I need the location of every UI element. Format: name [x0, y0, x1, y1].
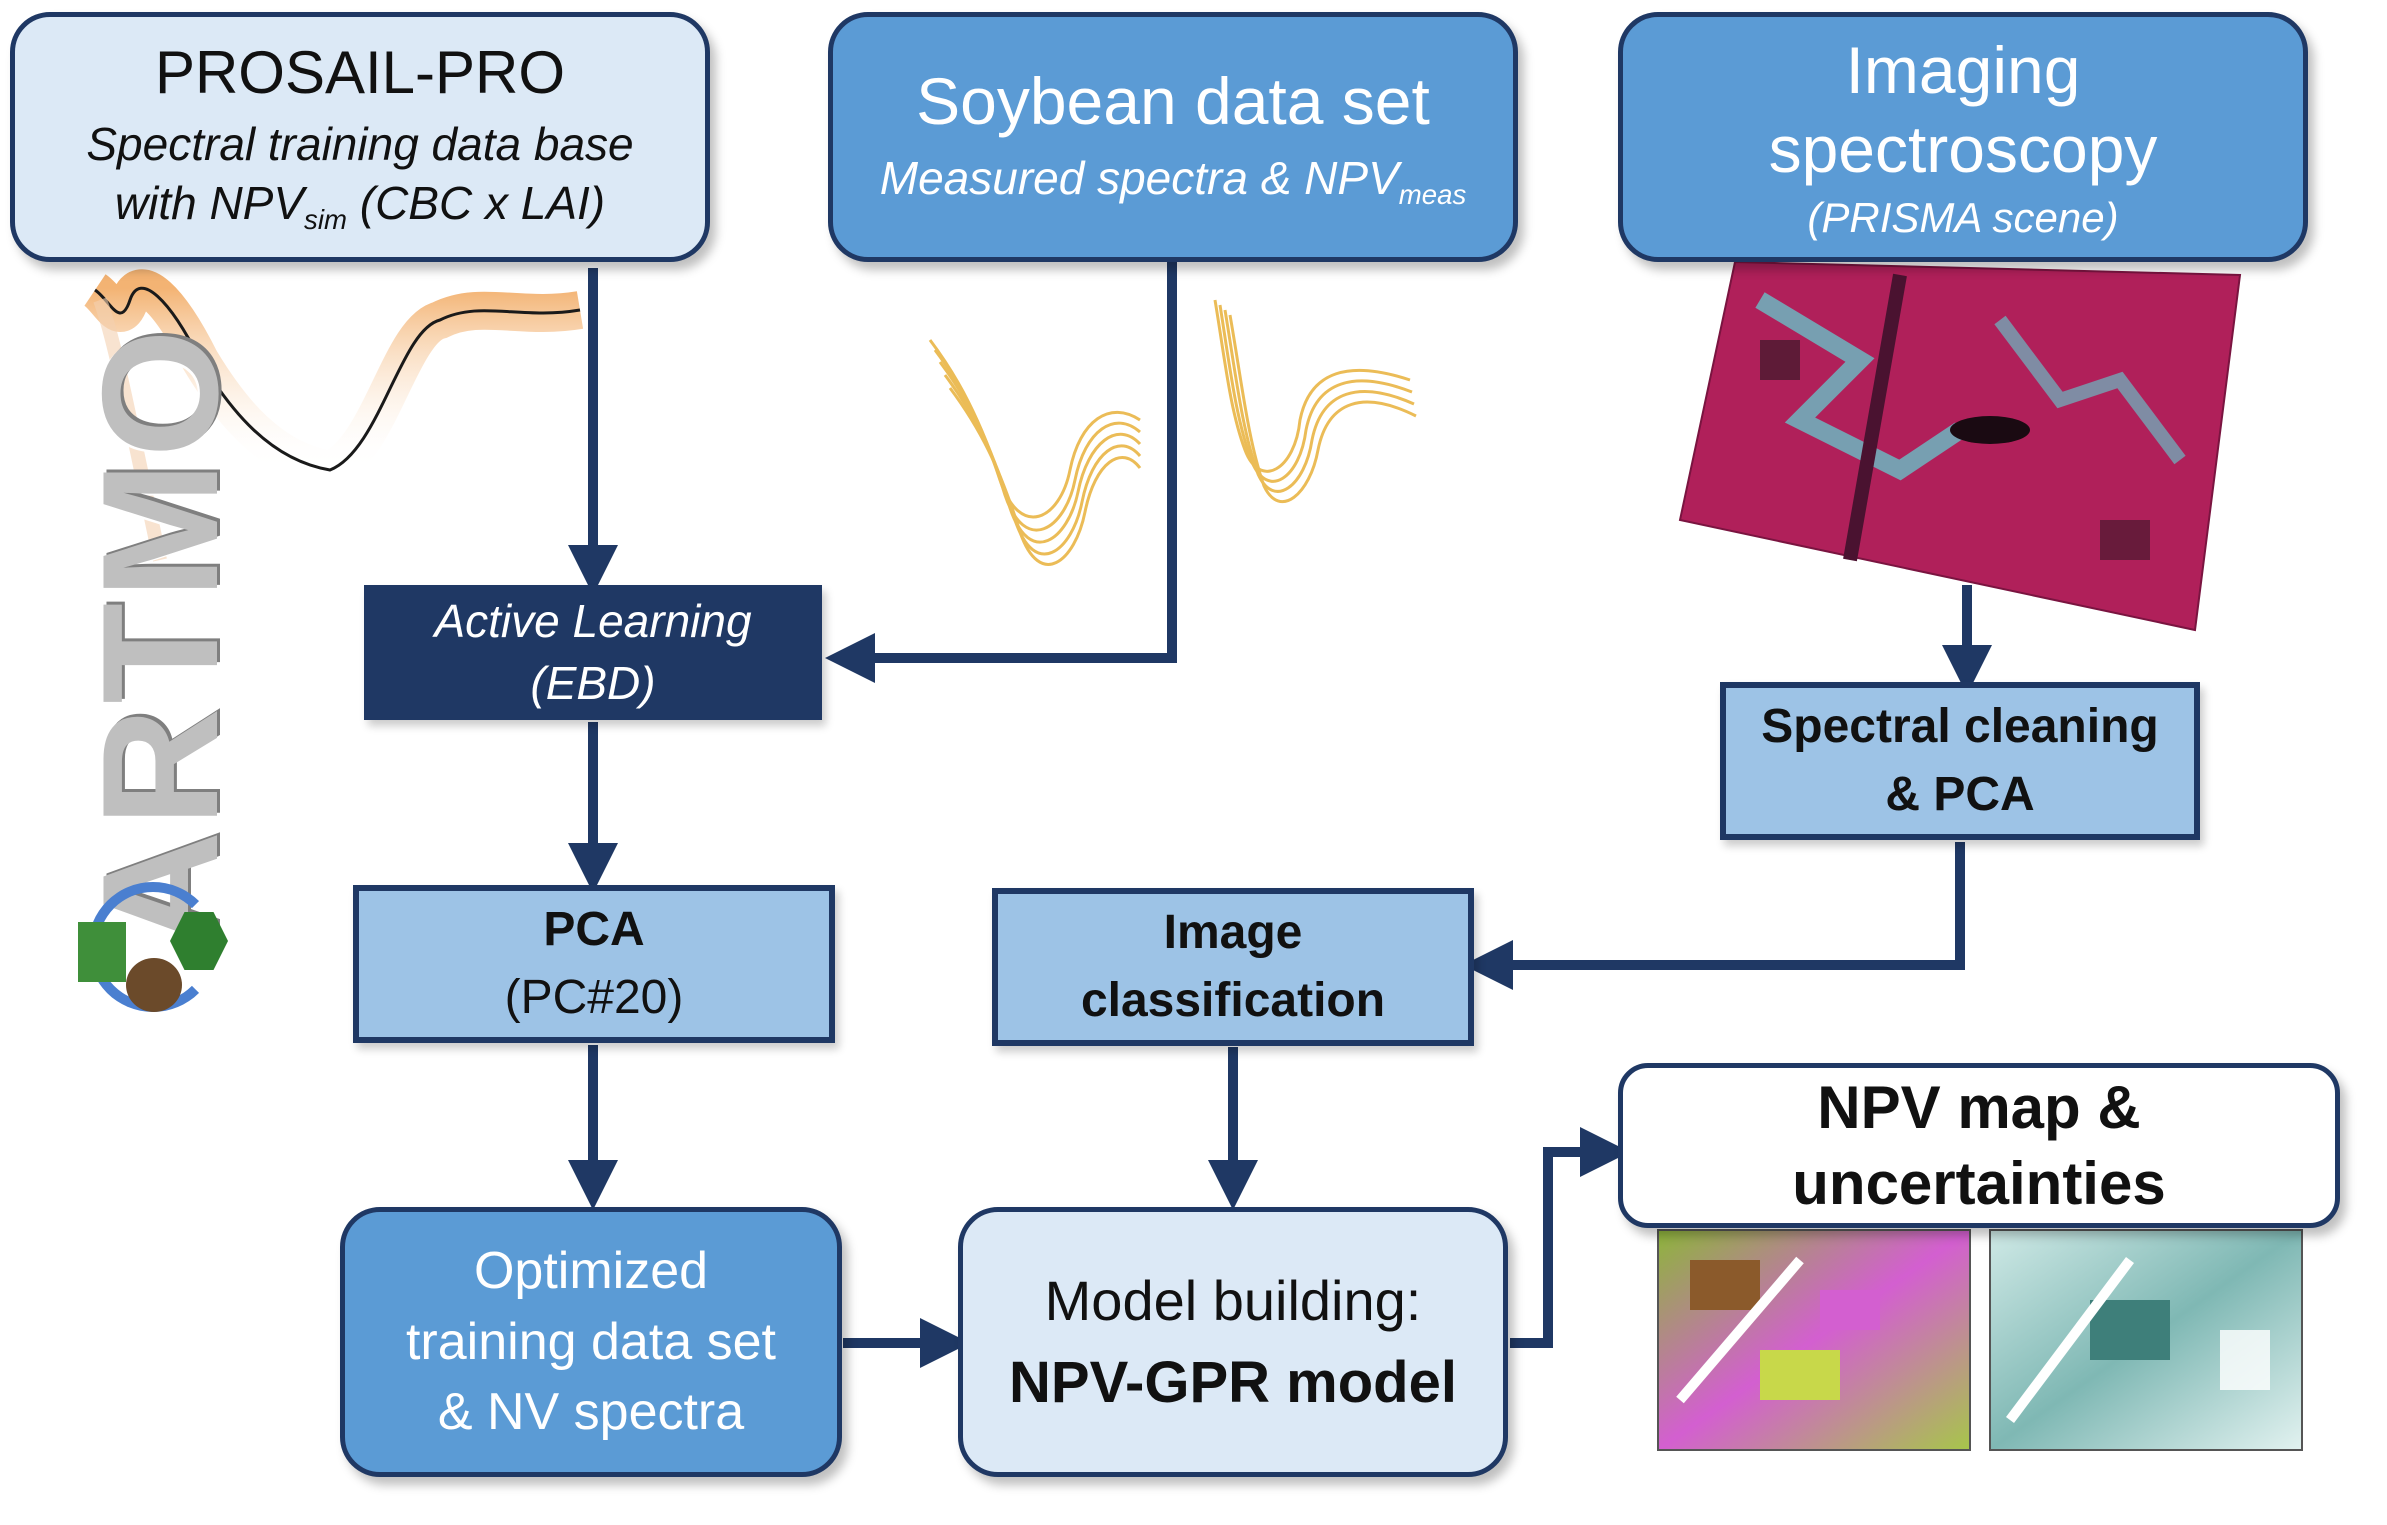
soybean-spectra-illustration: [928, 299, 1417, 566]
prosail-title: PROSAIL-PRO: [154, 39, 566, 107]
image-classification-box: Image classification: [992, 888, 1474, 1046]
pca-box: PCA (PC#20): [353, 885, 835, 1043]
imaging-spectroscopy-box: Imaging spectroscopy (PRISMA scene): [1618, 12, 2308, 262]
soybean-line-sub: meas: [1398, 179, 1467, 211]
prosail-line2: with NPVsim (CBC x LAI): [115, 176, 605, 236]
model-building-box: Model building: NPV-GPR model: [958, 1207, 1508, 1477]
imaging-title-line1: Imaging: [1845, 32, 2081, 107]
uncertainty-map-thumbnail: [1989, 1229, 2303, 1451]
model-line2: NPV-GPR model: [1009, 1349, 1457, 1415]
artmo-logo-emblem: [78, 882, 228, 1012]
prisma-scene-illustration: [1678, 260, 2242, 632]
spectral-cleaning-line1: Spectral cleaning: [1761, 700, 2159, 754]
prosail-pro-box: PROSAIL-PRO Spectral training data base …: [10, 12, 710, 262]
active-learning-line2: (EBD): [530, 656, 656, 709]
prosail-line2-suffix: (CBC x LAI): [346, 177, 606, 230]
image-classification-line2: classification: [1080, 974, 1386, 1027]
active-learning-line1: Active Learning: [434, 595, 752, 648]
imaging-title-line2: spectroscopy: [1768, 111, 2158, 186]
prosail-line2-prefix: with NPV: [114, 177, 305, 230]
hexagon-icon: [170, 912, 228, 970]
soybean-data-set-box: Soybean data set Measured spectra & NPVm…: [828, 12, 1518, 262]
spectral-cleaning-line2: & PCA: [1885, 768, 2035, 821]
npv-map-box: NPV map & uncertainties: [1618, 1063, 2340, 1228]
arrow-spectral-cleaning-to-classification: [1463, 842, 1965, 990]
npv-map-line2: uncertainties: [1792, 1149, 2166, 1217]
npv-map-thumbnail: [1657, 1229, 1971, 1451]
optimized-line2: training data set: [405, 1312, 777, 1371]
imaging-subtitle: (PRISMA scene): [1807, 193, 2119, 241]
arrow-model-to-npv-map: [1510, 1127, 1630, 1348]
optimized-line1: Optimized: [473, 1242, 709, 1301]
leaf-icon: [78, 922, 126, 982]
soil-icon: [126, 958, 182, 1012]
spectral-cleaning-pca-box: Spectral cleaning & PCA: [1720, 682, 2200, 840]
image-classification-line1: Image: [1163, 906, 1303, 960]
active-learning-box: Active Learning (EBD): [364, 585, 822, 720]
model-line1: Model building:: [1044, 1268, 1422, 1332]
soybean-line: Measured spectra & NPVmeas: [880, 151, 1467, 211]
prosail-line2-sub: sim: [304, 204, 347, 236]
pca-subtitle: (PC#20): [504, 971, 684, 1024]
prosail-line1: Spectral training data base: [86, 118, 634, 171]
prosail-spectrum-illustration: [83, 269, 584, 562]
arrow-soybean-to-active-learning: [825, 262, 1177, 683]
npv-map-line1: NPV map &: [1817, 1073, 2141, 1141]
optimized-training-box: Optimized training data set & NV spectra: [340, 1207, 842, 1477]
soybean-line-prefix: Measured spectra & NPV: [879, 152, 1399, 205]
optimized-line3: & NV spectra: [437, 1383, 745, 1442]
soybean-title: Soybean data set: [916, 64, 1430, 139]
artmo-logo-text: ARTMO: [67, 325, 252, 950]
artmo-logo: ARTMO: [68, 325, 252, 950]
pca-title: PCA: [543, 903, 645, 957]
